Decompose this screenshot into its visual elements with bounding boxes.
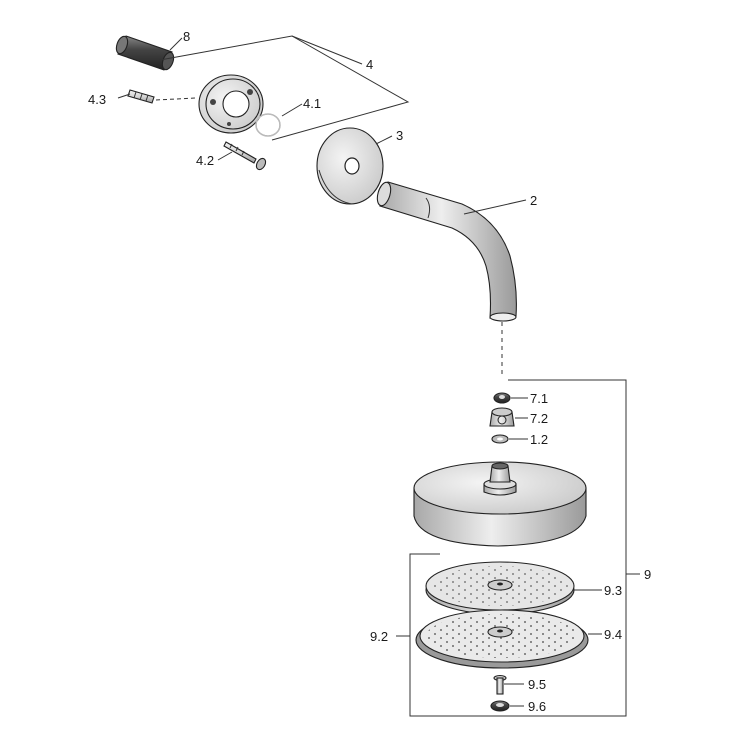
o-ring-part-4-1 — [255, 103, 303, 137]
leader-part-4 — [291, 35, 363, 65]
washer-part-1-2 — [491, 434, 528, 444]
bracket-line-part-4 — [159, 35, 410, 141]
ring-part-9-6 — [490, 700, 524, 712]
rosette-part-3 — [316, 127, 393, 205]
callout-4-1: 4.1 — [303, 96, 321, 111]
spray-plate-part-9-3 — [425, 561, 602, 615]
callout-2: 2 — [530, 193, 537, 208]
callout-1-2: 1.2 — [530, 432, 548, 447]
callout-4-3: 4.3 — [88, 92, 106, 107]
washer-part-7-1 — [493, 392, 528, 404]
callout-9-2: 9.2 — [370, 629, 388, 644]
shower-head-body-part-9 — [413, 461, 587, 547]
callout-8: 8 — [183, 29, 190, 44]
callout-7-2: 7.2 — [530, 411, 548, 426]
callout-4: 4 — [366, 57, 373, 72]
nozzle-plate-part-9-4 — [415, 609, 602, 669]
callout-4-2: 4.2 — [196, 153, 214, 168]
callout-9-6: 9.6 — [528, 699, 546, 714]
callout-3: 3 — [396, 128, 403, 143]
callout-9: 9 — [644, 567, 651, 582]
callout-9-4: 9.4 — [604, 627, 622, 642]
nut-part-7-2 — [489, 407, 528, 427]
dowel-part-4-3 — [117, 89, 197, 104]
callout-9-5: 9.5 — [528, 677, 546, 692]
shower-arm-part-2 — [376, 181, 527, 378]
screw-part-9-5 — [493, 674, 524, 695]
sleeve-part-8 — [115, 35, 183, 71]
callout-9-3: 9.3 — [604, 583, 622, 598]
flange-plate-part-4 — [198, 74, 264, 134]
screw-part-4-2 — [217, 141, 267, 171]
bracket-line-part-9 — [409, 379, 627, 717]
callout-7-1: 7.1 — [530, 391, 548, 406]
